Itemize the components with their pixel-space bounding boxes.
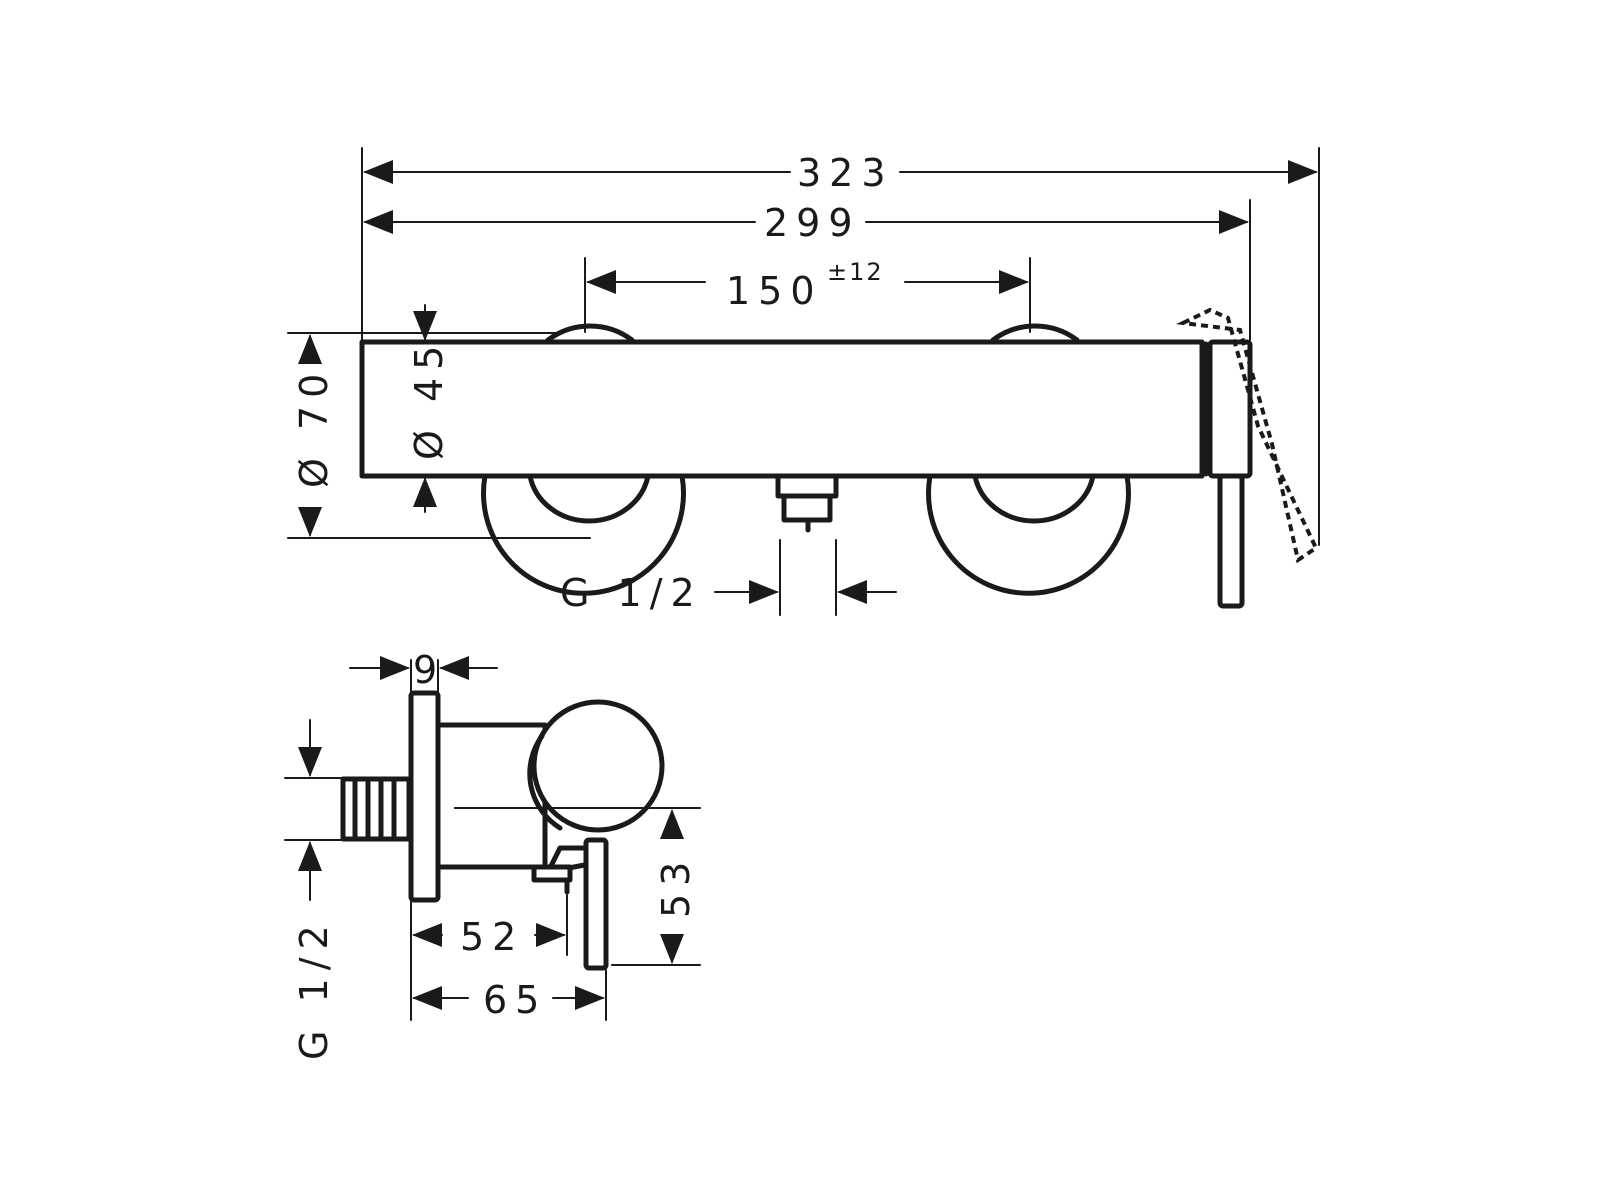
handle-cap xyxy=(1207,339,1253,479)
dim-overall-width: 323 xyxy=(797,151,894,195)
outlet-connection xyxy=(775,473,839,533)
dim-rosette-diameter: Ø 70 xyxy=(292,366,336,488)
dim-outlet-thread: G 1/2 xyxy=(560,571,703,615)
lever-alt-position xyxy=(1175,307,1319,564)
dim-body-diameter: Ø 45 xyxy=(407,338,451,460)
side-body xyxy=(435,722,548,870)
dim-inlet-thread: G 1/2 xyxy=(292,917,336,1060)
inlet-thread xyxy=(340,776,412,842)
dim-depth-outlet: 52 xyxy=(460,915,524,959)
lever xyxy=(1217,473,1245,609)
handle-knob xyxy=(531,699,665,833)
dim-depth-lever: 65 xyxy=(483,978,547,1022)
wall-plate xyxy=(408,690,441,903)
mixer-body xyxy=(359,339,1205,479)
side-lever xyxy=(583,837,609,971)
dim-body-width: 299 xyxy=(764,201,861,245)
front-view: 323 299 150 ±12 Ø 70 Ø 45 G 1/2 xyxy=(287,147,1320,616)
dim-plate-thickness: 9 xyxy=(413,648,445,692)
dim-center-distance: 150 xyxy=(726,269,823,313)
dim-height-below-axis: 53 xyxy=(654,854,698,918)
dim-center-tolerance: ±12 xyxy=(827,258,884,286)
side-view: 9 G 1/2 52 65 53 xyxy=(284,648,701,1060)
